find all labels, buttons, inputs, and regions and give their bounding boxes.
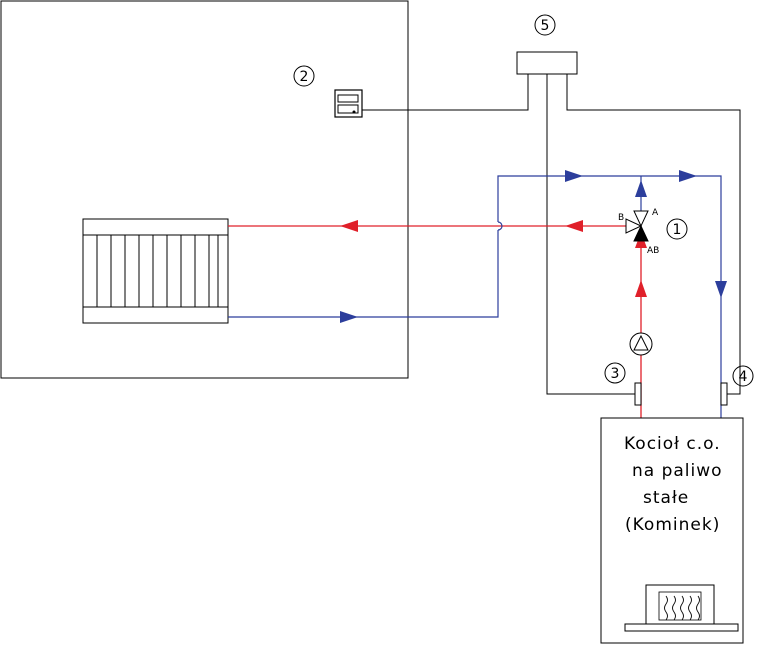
three-way-valve bbox=[625, 210, 649, 242]
boiler-label-line1: Kocioł c.o. bbox=[624, 434, 721, 454]
valve-port-ab: AB bbox=[647, 246, 659, 256]
boiler-label-line4: (Kominek) bbox=[625, 515, 720, 535]
radiator bbox=[82, 218, 229, 324]
sensor-return bbox=[720, 382, 728, 406]
return-arrow-right-2 bbox=[565, 170, 583, 182]
supply-arrow-left-2 bbox=[565, 220, 583, 232]
supply-arrow-up bbox=[635, 280, 647, 297]
room-controller bbox=[334, 89, 363, 118]
flue-outer-line bbox=[566, 74, 741, 395]
boiler bbox=[600, 417, 744, 644]
marker-5: 5 bbox=[534, 14, 556, 36]
return-pipe-lower bbox=[228, 230, 499, 318]
svg-text:1: 1 bbox=[673, 222, 682, 238]
sensor-supply bbox=[634, 382, 642, 406]
svg-text:5: 5 bbox=[541, 18, 550, 34]
room-outline bbox=[0, 0, 409, 379]
marker-3: 3 bbox=[604, 362, 626, 384]
svg-text:4: 4 bbox=[739, 369, 748, 385]
return-arrow-right-1 bbox=[340, 311, 358, 323]
return-arrow-down bbox=[715, 281, 727, 298]
controller-cable bbox=[362, 100, 529, 111]
marker-2: 2 bbox=[293, 65, 315, 87]
return-arrow-right-3 bbox=[679, 170, 697, 182]
svg-text:3: 3 bbox=[611, 366, 620, 382]
boiler-label-line2: na paliwo bbox=[632, 461, 723, 481]
marker-4: 4 bbox=[732, 365, 754, 387]
supply-arrow-left-1 bbox=[340, 220, 358, 232]
marker-1: 1 bbox=[666, 218, 688, 240]
valve-port-a: A bbox=[652, 208, 659, 218]
bypass-arrow-up bbox=[635, 180, 647, 197]
boiler-label-line3: stałe bbox=[643, 488, 689, 508]
svg-text:2: 2 bbox=[300, 69, 309, 85]
flue-inner-line bbox=[546, 74, 636, 395]
valve-port-b: B bbox=[618, 213, 624, 223]
pump bbox=[629, 332, 653, 356]
fireplace-icon bbox=[624, 584, 739, 632]
chimney-cap bbox=[516, 51, 578, 75]
